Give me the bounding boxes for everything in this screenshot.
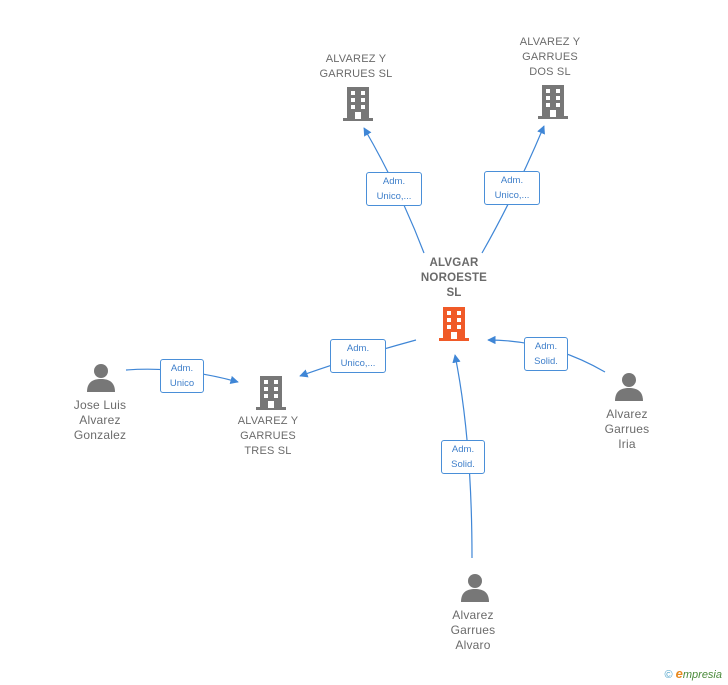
- person-icon: [615, 373, 643, 401]
- person-iria-label: Alvarez Garrues Iria: [604, 407, 650, 451]
- brand-initial: e: [675, 666, 683, 681]
- edge-label-center-to-left[interactable]: Adm. Unico,...: [330, 339, 386, 373]
- edge-label-jose-to-left[interactable]: Adm. Unico: [160, 359, 204, 393]
- node-person-iria[interactable]: Alvarez Garrues Iria: [582, 407, 672, 452]
- edge-label-iria-to-center[interactable]: Adm. Solid.: [524, 337, 568, 371]
- person-alvaro-label: Alvarez Garrues Alvaro: [450, 608, 496, 652]
- edge-label-center-to-top-left[interactable]: Adm. Unico,...: [366, 172, 422, 206]
- node-center-company[interactable]: ALVGAR NOROESTE SL: [402, 256, 506, 301]
- node-company-top-left[interactable]: ALVAREZ Y GARRUES SL: [306, 52, 406, 82]
- building-icon: [256, 376, 286, 410]
- person-icon: [461, 574, 489, 602]
- center-company-label: ALVGAR NOROESTE SL: [420, 257, 488, 299]
- copyright-icon: ©: [664, 669, 673, 681]
- node-person-jose[interactable]: Jose Luis Alvarez Gonzalez: [52, 398, 148, 443]
- building-icon: [538, 85, 568, 119]
- node-company-top-right[interactable]: ALVAREZ Y GARRUES DOS SL: [500, 35, 600, 80]
- brand-footer[interactable]: © empresia: [664, 666, 722, 681]
- brand-name: mpresia: [682, 669, 722, 681]
- person-jose-label: Jose Luis Alvarez Gonzalez: [73, 398, 127, 442]
- edge-label-alvaro-to-center[interactable]: Adm. Solid.: [441, 440, 485, 474]
- building-icon: [439, 307, 469, 341]
- company-top-left-label: ALVAREZ Y GARRUES SL: [319, 53, 393, 80]
- node-person-alvaro[interactable]: Alvarez Garrues Alvaro: [428, 608, 518, 653]
- company-left-label: ALVAREZ Y GARRUES TRES SL: [237, 415, 299, 457]
- building-icon: [343, 87, 373, 121]
- company-top-right-label: ALVAREZ Y GARRUES DOS SL: [519, 36, 581, 78]
- person-icon: [87, 364, 115, 392]
- edge-label-center-to-top-right[interactable]: Adm. Unico,...: [484, 171, 540, 205]
- node-company-left[interactable]: ALVAREZ Y GARRUES TRES SL: [218, 414, 318, 459]
